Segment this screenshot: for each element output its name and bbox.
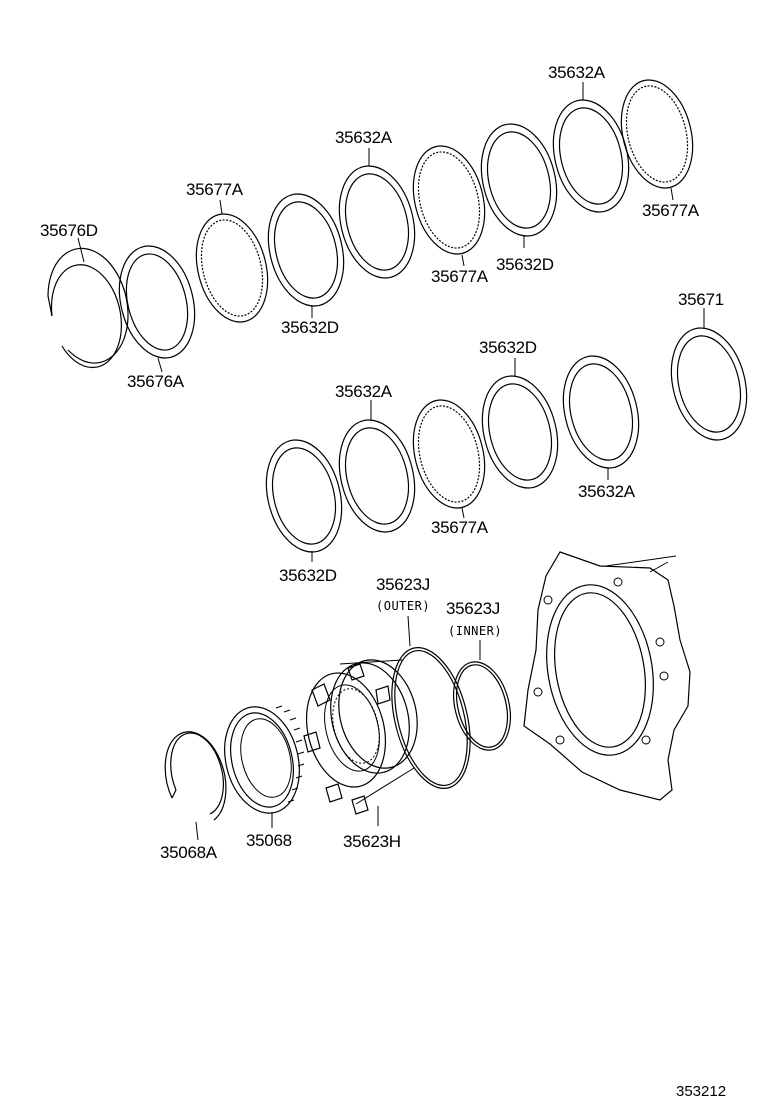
label-35632A-1[interactable]: 35632A	[335, 128, 393, 147]
label-35677A-1[interactable]: 35677A	[186, 180, 244, 199]
disc-35677A-1[interactable]	[186, 206, 279, 329]
disc-35677A-4[interactable]	[403, 392, 496, 515]
label-35671[interactable]: 35671	[678, 290, 724, 309]
plate-35676A[interactable]	[108, 238, 205, 366]
leader-35677A-3	[670, 187, 674, 201]
snap-ring-35676D[interactable]	[47, 247, 129, 369]
note-35623J-inner: (INNER)	[448, 624, 502, 638]
label-35632D-2[interactable]: 35632D	[496, 255, 554, 274]
label-35632D-4[interactable]: 35632D	[279, 566, 337, 585]
disc-35677A-3[interactable]	[611, 72, 704, 195]
label-35623H[interactable]: 35623H	[343, 832, 401, 851]
plate-35632D-4[interactable]	[255, 432, 352, 560]
plate-35632A-2[interactable]	[542, 92, 639, 220]
piston-35623H[interactable]	[295, 651, 428, 815]
label-35632A-2[interactable]: 35632A	[548, 63, 606, 82]
leader-35068A	[195, 821, 199, 841]
note-35623J-outer: (OUTER)	[376, 599, 430, 613]
leader-35623J-outer	[407, 615, 411, 647]
plate-35632A-4[interactable]	[552, 348, 649, 476]
label-35632D-1[interactable]: 35632D	[281, 318, 339, 337]
disc-35677A-2[interactable]	[403, 138, 496, 261]
o-ring-35623J-inner[interactable]	[445, 656, 519, 756]
label-35677A-3[interactable]: 35677A	[642, 201, 700, 220]
label-35632A-3[interactable]: 35632A	[335, 382, 393, 401]
plate-35632A-3[interactable]	[328, 412, 425, 540]
o-ring-35623J-outer[interactable]	[379, 639, 484, 796]
label-35632D-3[interactable]: 35632D	[479, 338, 537, 357]
label-35677A-2[interactable]: 35677A	[431, 267, 489, 286]
leader-35677A-4	[461, 507, 465, 519]
label-35676A[interactable]: 35676A	[127, 372, 185, 391]
label-35068A[interactable]: 35068A	[160, 843, 218, 862]
plate-35632D-3[interactable]	[471, 368, 568, 496]
leader-35677A-1	[219, 199, 223, 215]
snap-ring-35068A[interactable]	[164, 731, 227, 821]
transmission-case	[523, 551, 691, 801]
label-35632A-4[interactable]: 35632A	[578, 482, 636, 501]
diagram-code: 353212	[676, 1083, 726, 1100]
leader-35676A	[157, 357, 163, 373]
label-35677A-4[interactable]: 35677A	[431, 518, 489, 537]
plate-35632A-1[interactable]	[328, 158, 425, 286]
leader-35676D	[77, 237, 85, 263]
retainer-35068[interactable]	[214, 699, 310, 821]
label-35623J-outer[interactable]: 35623J	[376, 575, 430, 594]
label-35068[interactable]: 35068	[246, 831, 292, 850]
plate-35632D-2[interactable]	[470, 116, 567, 244]
leader-35677A-2	[461, 254, 465, 267]
plate-35632D-1[interactable]	[257, 186, 354, 314]
plate-35671[interactable]	[660, 320, 757, 448]
label-35676D[interactable]: 35676D	[40, 221, 98, 240]
label-35623J-inner[interactable]: 35623J	[446, 599, 500, 618]
